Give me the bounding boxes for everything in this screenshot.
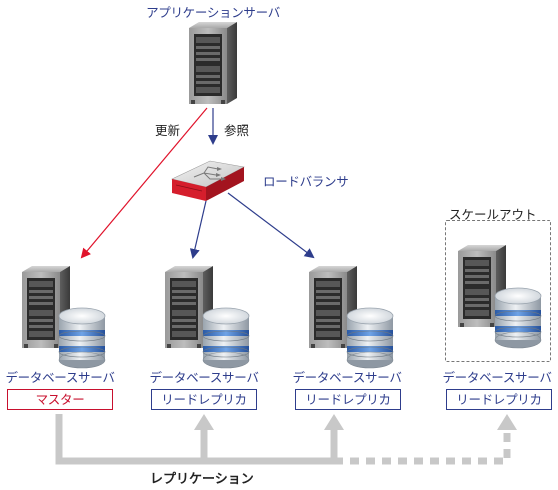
replication-lines xyxy=(55,414,511,465)
reference-label: 参照 xyxy=(224,123,250,138)
update-label: 更新 xyxy=(155,123,181,138)
app-server-label: アプリケーションサーバ xyxy=(146,5,280,20)
load-balancer-icon xyxy=(171,160,245,201)
replica-role-badge-1: リードレプリカ xyxy=(151,389,257,410)
scale-out-label: スケールアウト xyxy=(449,207,537,222)
db-server-4-label: データベースサーバ xyxy=(442,370,552,385)
db-server-3-label: データベースサーバ xyxy=(292,370,402,385)
replication-arrowheads xyxy=(194,414,517,430)
db-server-1-label: データベースサーバ xyxy=(5,370,115,385)
lb-to-replica-2-arrow xyxy=(227,192,315,259)
load-balancer-label: ロードバランサ xyxy=(263,174,349,189)
replica-role-badge-3: リードレプリカ xyxy=(446,389,552,410)
db-server-2-label: データベースサーバ xyxy=(149,370,259,385)
db-server-4-icon xyxy=(458,245,542,349)
replica-role-badge-2: リードレプリカ xyxy=(295,389,401,410)
scale-out-frame xyxy=(445,220,551,362)
replication-label: レプリケーション xyxy=(150,472,254,487)
master-role-badge: マスター xyxy=(7,389,113,410)
update-arrow xyxy=(80,107,208,259)
lb-to-replica-1-arrow xyxy=(189,200,207,259)
